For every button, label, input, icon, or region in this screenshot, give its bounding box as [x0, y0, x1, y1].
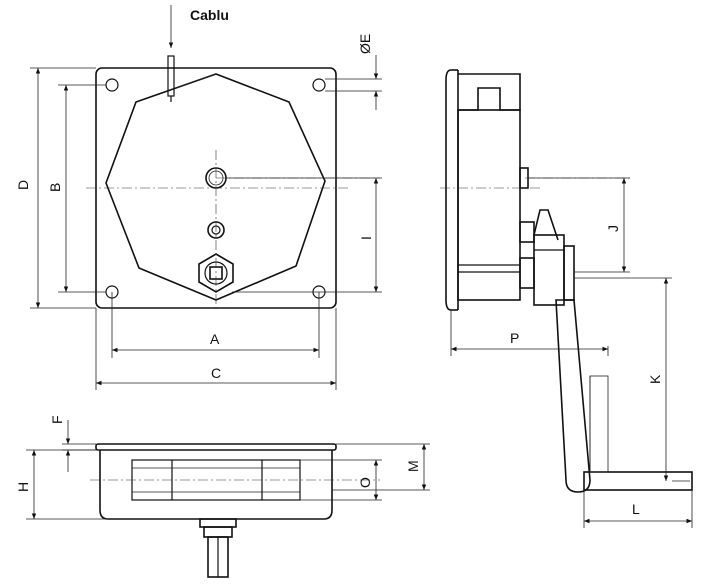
dim-K: K [647, 374, 663, 384]
bottom-view: F H O M [15, 415, 430, 578]
front-view: Cablu D B ØE I A C [15, 5, 382, 390]
cable-label: Cablu [190, 7, 229, 23]
dim-B: B [47, 183, 63, 192]
dim-D: D [15, 180, 31, 190]
dim-O: O [357, 477, 373, 488]
cable [167, 55, 175, 102]
dim-L: L [632, 501, 640, 517]
crank-arm [555, 299, 591, 493]
crank-grip [583, 471, 693, 491]
octagon-housing [105, 73, 326, 301]
dim-P: P [510, 330, 519, 346]
drum-housing [457, 109, 521, 301]
dim-A: A [210, 331, 220, 347]
dim-C: C [211, 365, 221, 381]
dim-E: ØE [357, 34, 373, 54]
dim-I: I [358, 236, 374, 240]
dim-H: H [15, 482, 31, 492]
dim-M: M [405, 460, 421, 472]
dim-F: F [49, 415, 65, 424]
side-view: J K P L [440, 69, 693, 528]
dim-J: J [605, 225, 621, 232]
